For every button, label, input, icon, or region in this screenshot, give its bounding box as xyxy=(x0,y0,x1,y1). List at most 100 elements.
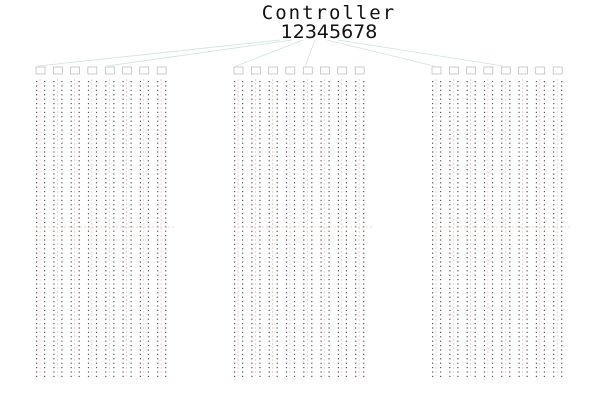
pixel-dot xyxy=(483,287,486,289)
pixel-dot xyxy=(285,103,288,105)
pixel-dot xyxy=(535,191,537,193)
pixel-dot xyxy=(526,336,528,338)
pixel-dot xyxy=(130,155,132,157)
pixel-dot xyxy=(518,367,520,369)
pixel-dot xyxy=(53,142,55,144)
pixel-dot xyxy=(535,279,537,281)
pixel-dot xyxy=(303,208,305,210)
pixel-dot xyxy=(561,125,563,127)
pixel-dot xyxy=(95,309,98,311)
pixel-dot xyxy=(293,208,296,210)
pixel-dot xyxy=(259,81,261,83)
pixel-dot xyxy=(293,367,296,369)
pixel-dot xyxy=(328,169,330,171)
pixel-dot xyxy=(113,169,115,171)
pixel-dot xyxy=(337,142,339,144)
pixel-dot xyxy=(242,371,244,373)
pixel-dot xyxy=(474,274,476,276)
pixel-dot xyxy=(95,173,98,175)
pixel-dot xyxy=(363,191,365,193)
pixel-dot xyxy=(147,265,149,267)
pixel-dot xyxy=(61,248,63,250)
pixel-dot xyxy=(147,261,149,263)
pixel-dot xyxy=(535,340,537,342)
pixel-dot xyxy=(526,309,528,311)
pixel-dot xyxy=(276,327,278,329)
pixel-dot xyxy=(87,252,90,254)
pixel-dot xyxy=(139,239,141,241)
pixel-dot xyxy=(242,217,244,219)
pixel-dot xyxy=(440,257,442,259)
pixel-dot xyxy=(44,133,46,135)
pixel-dot xyxy=(268,120,270,122)
pixel-dot xyxy=(320,375,322,377)
pixel-dot xyxy=(147,138,149,140)
pixel-dot xyxy=(474,230,476,232)
pixel-dot xyxy=(285,98,288,100)
pixel-dot xyxy=(491,142,494,144)
pixel-dot xyxy=(483,323,486,325)
pixel-dot xyxy=(449,94,451,96)
pixel-dot xyxy=(268,164,270,166)
module-box xyxy=(337,66,348,75)
pixel-dot xyxy=(328,213,330,215)
pixel-dot xyxy=(483,217,486,219)
pixel-dot xyxy=(36,177,38,179)
pixel-dot xyxy=(535,230,537,232)
pixel-dot xyxy=(87,283,90,285)
pixel-dot xyxy=(466,186,468,188)
pixel-dot xyxy=(483,160,486,162)
pixel-dot xyxy=(501,129,503,131)
pixel-dot xyxy=(483,177,486,179)
pixel-dot xyxy=(95,248,98,250)
pixel-dot xyxy=(483,230,486,232)
pixel-dot xyxy=(535,169,537,171)
pixel-dot xyxy=(122,301,124,303)
pixel-dot xyxy=(36,318,38,320)
pixel-dot xyxy=(440,208,442,210)
pixel-dot xyxy=(518,283,520,285)
pixel-dot xyxy=(44,142,46,144)
pixel-dot xyxy=(337,301,339,303)
pixel-dot xyxy=(130,217,132,219)
pixel-dot xyxy=(130,107,132,109)
pixel-dot xyxy=(36,208,38,210)
pixel-dot xyxy=(311,160,313,162)
pixel-dot xyxy=(328,138,330,140)
pixel-dot xyxy=(311,235,313,237)
pixel-dot xyxy=(561,252,563,254)
pixel-dot xyxy=(432,358,434,360)
pixel-dot xyxy=(147,85,149,87)
pixel-dot xyxy=(543,98,545,100)
pixel-dot xyxy=(95,327,98,329)
pixel-dot xyxy=(363,353,365,355)
pixel-dot xyxy=(130,309,132,311)
pixel-dot xyxy=(44,323,46,325)
pixel-dot xyxy=(259,155,261,157)
pixel-dot xyxy=(440,305,442,307)
pixel-dot xyxy=(165,309,167,311)
pixel-dot xyxy=(251,120,253,122)
pixel-dot xyxy=(53,323,55,325)
pixel-dot xyxy=(268,353,270,355)
pixel-dot xyxy=(285,349,288,351)
pixel-dot xyxy=(337,261,339,263)
pixel-dot xyxy=(501,274,503,276)
pixel-dot xyxy=(139,186,141,188)
pixel-dot xyxy=(105,173,107,175)
pixel-dot xyxy=(457,164,459,166)
pixel-dot xyxy=(113,133,115,135)
pixel-dot xyxy=(251,296,253,298)
pixel-dot xyxy=(526,375,528,377)
pixel-dot xyxy=(95,296,98,298)
link-line xyxy=(337,39,504,67)
pixel-dot xyxy=(328,226,330,228)
pixel-dot xyxy=(251,287,253,289)
pixel-dot xyxy=(157,173,159,175)
pixel-dot xyxy=(293,270,296,272)
pixel-dot xyxy=(526,94,528,96)
pixel-dot xyxy=(440,111,442,113)
pixel-dot xyxy=(139,195,141,197)
pixel-dot xyxy=(44,314,46,316)
pixel-dot xyxy=(44,169,46,171)
